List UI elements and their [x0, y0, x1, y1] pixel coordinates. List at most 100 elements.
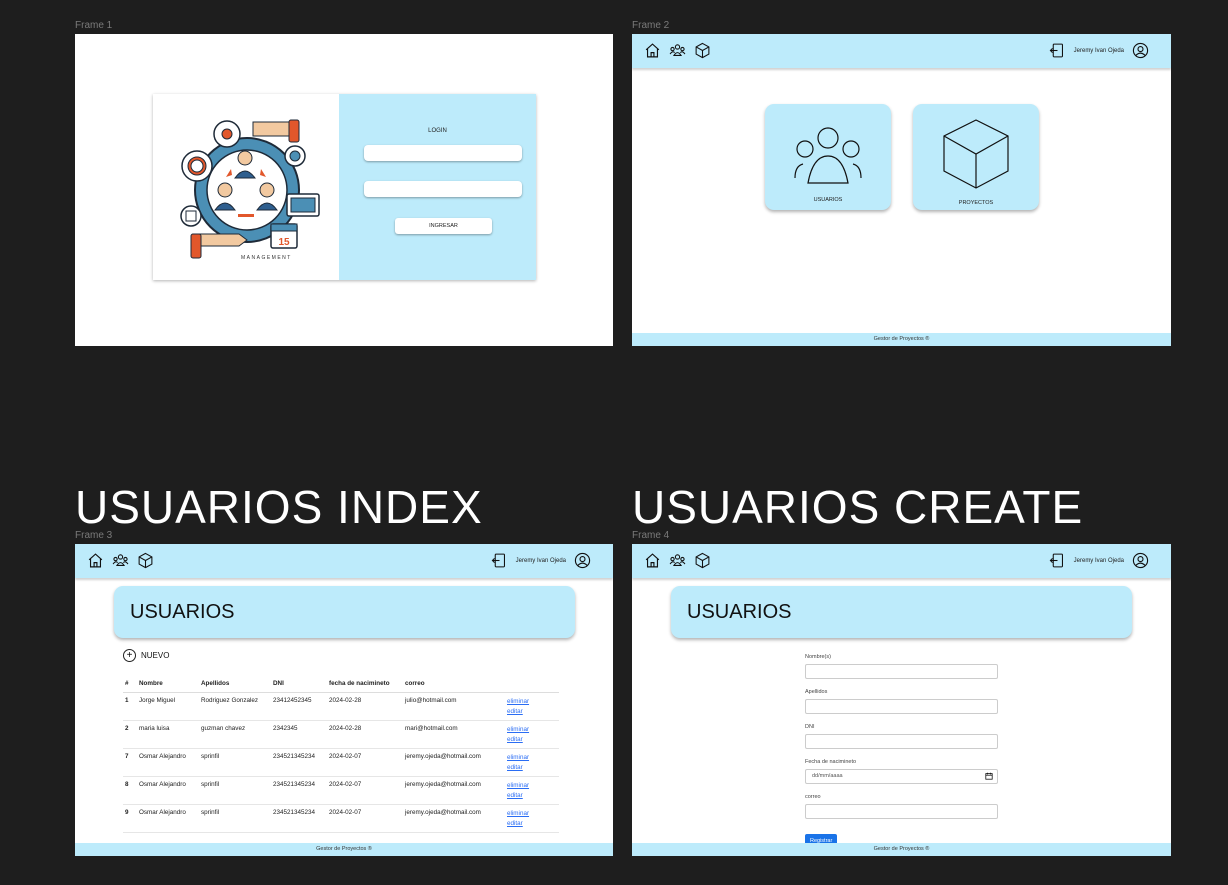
cell-id: 2: [123, 720, 137, 749]
cell-dni: 234521345234: [271, 776, 327, 805]
nav-user-name: Jeremy Ivan Ojeda: [1073, 47, 1124, 54]
delete-link[interactable]: eliminar: [507, 754, 530, 761]
users-icon[interactable]: [669, 42, 686, 59]
nav-user-name: Jeremy Ivan Ojeda: [1073, 557, 1124, 564]
password-input[interactable]: [364, 181, 522, 197]
table-header-row: # Nombre Apellidos DNI fecha de nacimine…: [123, 678, 559, 693]
frame-2-label: Frame 2: [632, 20, 670, 31]
cell-dni: 234521345234: [271, 748, 327, 777]
logout-icon[interactable]: [491, 552, 508, 569]
edit-link[interactable]: editar: [507, 735, 523, 743]
cell-apellidos: Rodriguez Gonzalez: [199, 692, 271, 721]
field-label-apellidos: Apellidos: [805, 689, 828, 695]
plus-circle-icon: +: [123, 649, 136, 662]
cell-id: 1: [123, 692, 137, 721]
cell-nombre: Osmar Alejandro: [137, 748, 199, 777]
cell-correo: jeremy.ojeda@hotmail.com: [403, 748, 505, 777]
navbar: Jeremy Ivan Ojeda: [75, 544, 613, 578]
footer: Gestor de Proyectos ®: [632, 843, 1171, 856]
calendar-icon[interactable]: [985, 772, 993, 780]
cube-icon[interactable]: [694, 42, 711, 59]
frame-1-label: Frame 1: [75, 20, 113, 31]
cell-apellidos: sprinfil: [199, 748, 271, 777]
field-label-dni: DNI: [805, 724, 815, 730]
correo-input[interactable]: [805, 804, 998, 819]
navbar: Jeremy Ivan Ojeda: [632, 544, 1171, 578]
cell-nombre: Jorge Miguel: [137, 692, 199, 721]
page-header: USUARIOS: [671, 586, 1132, 638]
login-button[interactable]: INGRESAR: [395, 218, 492, 234]
illustration-caption: MANAGEMENT: [241, 255, 292, 261]
user-circle-icon[interactable]: [574, 552, 591, 569]
table-row: 2 maria luisa guzman chavez 2342345 2024…: [123, 720, 559, 749]
cell-fecha: 2024-02-07: [327, 804, 403, 833]
nombre-input[interactable]: [805, 664, 998, 679]
logout-icon[interactable]: [1049, 552, 1066, 569]
users-icon[interactable]: [669, 552, 686, 569]
cell-correo: jeremy.ojeda@hotmail.com: [403, 776, 505, 805]
usuarios-card[interactable]: USUARIOS: [765, 104, 891, 210]
frame-4-label: Frame 4: [632, 530, 670, 541]
home-icon[interactable]: [87, 552, 104, 569]
table-row: 8 Osmar Alejandro sprinfil 234521345234 …: [123, 776, 559, 805]
username-input[interactable]: [364, 145, 522, 161]
home-icon[interactable]: [644, 42, 661, 59]
box-icon: [943, 119, 1009, 189]
delete-link[interactable]: eliminar: [507, 782, 530, 789]
cell-apellidos: sprinfil: [199, 804, 271, 833]
cell-nombre: Osmar Alejandro: [137, 776, 199, 805]
delete-link[interactable]: eliminar: [507, 726, 530, 733]
cell-actions: eliminar editar: [505, 776, 559, 805]
dni-input[interactable]: [805, 734, 998, 749]
login-card: 15 MANAGEMENT LOGIN INGRESAR: [153, 94, 536, 280]
edit-link[interactable]: editar: [507, 707, 523, 715]
cell-dni: 234521345234: [271, 804, 327, 833]
frame-3-label: Frame 3: [75, 530, 113, 541]
user-create-form: Nombre(s) Apellidos DNI Fecha de nacimin…: [805, 654, 998, 848]
proyectos-card-label: PROYECTOS: [958, 200, 994, 206]
users-icon[interactable]: [112, 552, 129, 569]
table-row: 7 Osmar Alejandro sprinfil 234521345234 …: [123, 748, 559, 777]
usuarios-card-label: USUARIOS: [813, 197, 843, 203]
page-title: USUARIOS: [687, 601, 792, 623]
column-header: Nombre: [137, 678, 199, 693]
user-circle-icon[interactable]: [1132, 42, 1149, 59]
cell-id: 8: [123, 776, 137, 805]
new-user-button[interactable]: + NUEVO: [123, 649, 169, 662]
home-icon[interactable]: [644, 552, 661, 569]
cell-nombre: maria luisa: [137, 720, 199, 749]
table-row: 9 Osmar Alejandro sprinfil 234521345234 …: [123, 804, 559, 833]
cell-nombre: Osmar Alejandro: [137, 804, 199, 833]
cell-correo: mari@hotmail.com: [403, 720, 505, 749]
cell-dni: 2342345: [271, 720, 327, 749]
delete-link[interactable]: eliminar: [507, 698, 530, 705]
field-label-correo: correo: [805, 794, 821, 800]
cell-fecha: 2024-02-28: [327, 692, 403, 721]
heading-usuarios-index: USUARIOS INDEX: [75, 481, 483, 533]
cell-id: 7: [123, 748, 137, 777]
proyectos-card[interactable]: PROYECTOS: [913, 104, 1039, 210]
users-table: # Nombre Apellidos DNI fecha de nacimine…: [123, 678, 559, 833]
frame-dashboard: Jeremy Ivan Ojeda USUARIOS PROYECTOS Ges…: [632, 34, 1171, 346]
cube-icon[interactable]: [137, 552, 154, 569]
delete-link[interactable]: eliminar: [507, 810, 530, 817]
frame-login: 15 MANAGEMENT LOGIN INGRESAR: [75, 34, 613, 346]
fecha-input[interactable]: dd/mm/aaaa: [805, 769, 998, 784]
cube-icon[interactable]: [694, 552, 711, 569]
edit-link[interactable]: editar: [507, 819, 523, 827]
nav-user-name: Jeremy Ivan Ojeda: [515, 557, 566, 564]
cell-correo: julio@hotmail.com: [403, 692, 505, 721]
user-circle-icon[interactable]: [1132, 552, 1149, 569]
logout-icon[interactable]: [1049, 42, 1066, 59]
cell-apellidos: sprinfil: [199, 776, 271, 805]
edit-link[interactable]: editar: [507, 791, 523, 799]
footer: Gestor de Proyectos ®: [632, 333, 1171, 346]
edit-link[interactable]: editar: [507, 763, 523, 771]
apellidos-input[interactable]: [805, 699, 998, 714]
column-header: fecha de nacimineto: [327, 678, 403, 693]
cell-dni: 23412452345: [271, 692, 327, 721]
cell-actions: eliminar editar: [505, 748, 559, 777]
page-title: USUARIOS: [130, 601, 235, 623]
management-illustration: 15: [180, 119, 320, 259]
cell-fecha: 2024-02-07: [327, 748, 403, 777]
